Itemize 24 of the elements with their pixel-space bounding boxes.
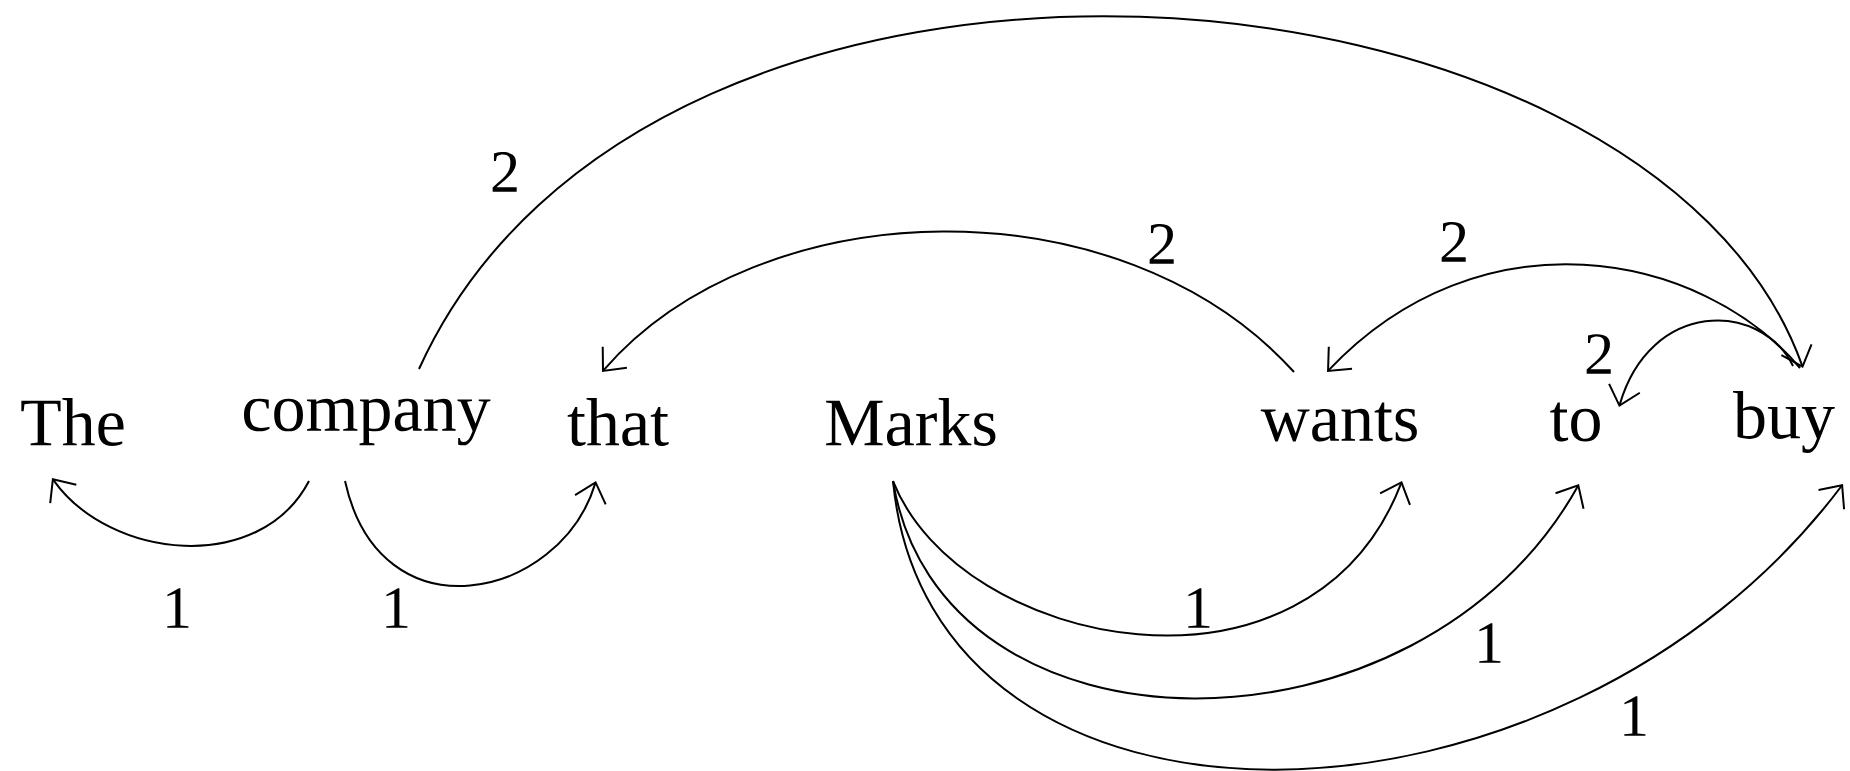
- arrow: [601, 230, 1295, 373]
- edge-label: 2: [1437, 220, 1471, 264]
- edge-label: 2: [1145, 222, 1179, 266]
- edge-label: 2: [488, 150, 522, 194]
- arrow: [892, 480, 1846, 771]
- word: that: [567, 398, 669, 446]
- arrow: [49, 478, 310, 547]
- word: Marks: [826, 398, 996, 446]
- edge-label: 1: [1617, 694, 1651, 738]
- edge-label: 1: [1472, 621, 1506, 665]
- arrow: [892, 480, 1411, 636]
- edge-label: 1: [379, 586, 413, 630]
- edge-label: 1: [160, 586, 194, 630]
- arrow: [344, 480, 607, 587]
- word: buy: [1733, 391, 1835, 453]
- edge-label: 1: [1181, 586, 1215, 630]
- word: The: [21, 398, 124, 446]
- arrow: [418, 15, 1813, 370]
- word: wants: [1260, 402, 1417, 442]
- word: company: [244, 398, 491, 446]
- edge-label: 2: [1582, 332, 1617, 376]
- word: to: [1550, 402, 1600, 442]
- arrow: [1608, 319, 1795, 407]
- arrow: [1327, 263, 1802, 372]
